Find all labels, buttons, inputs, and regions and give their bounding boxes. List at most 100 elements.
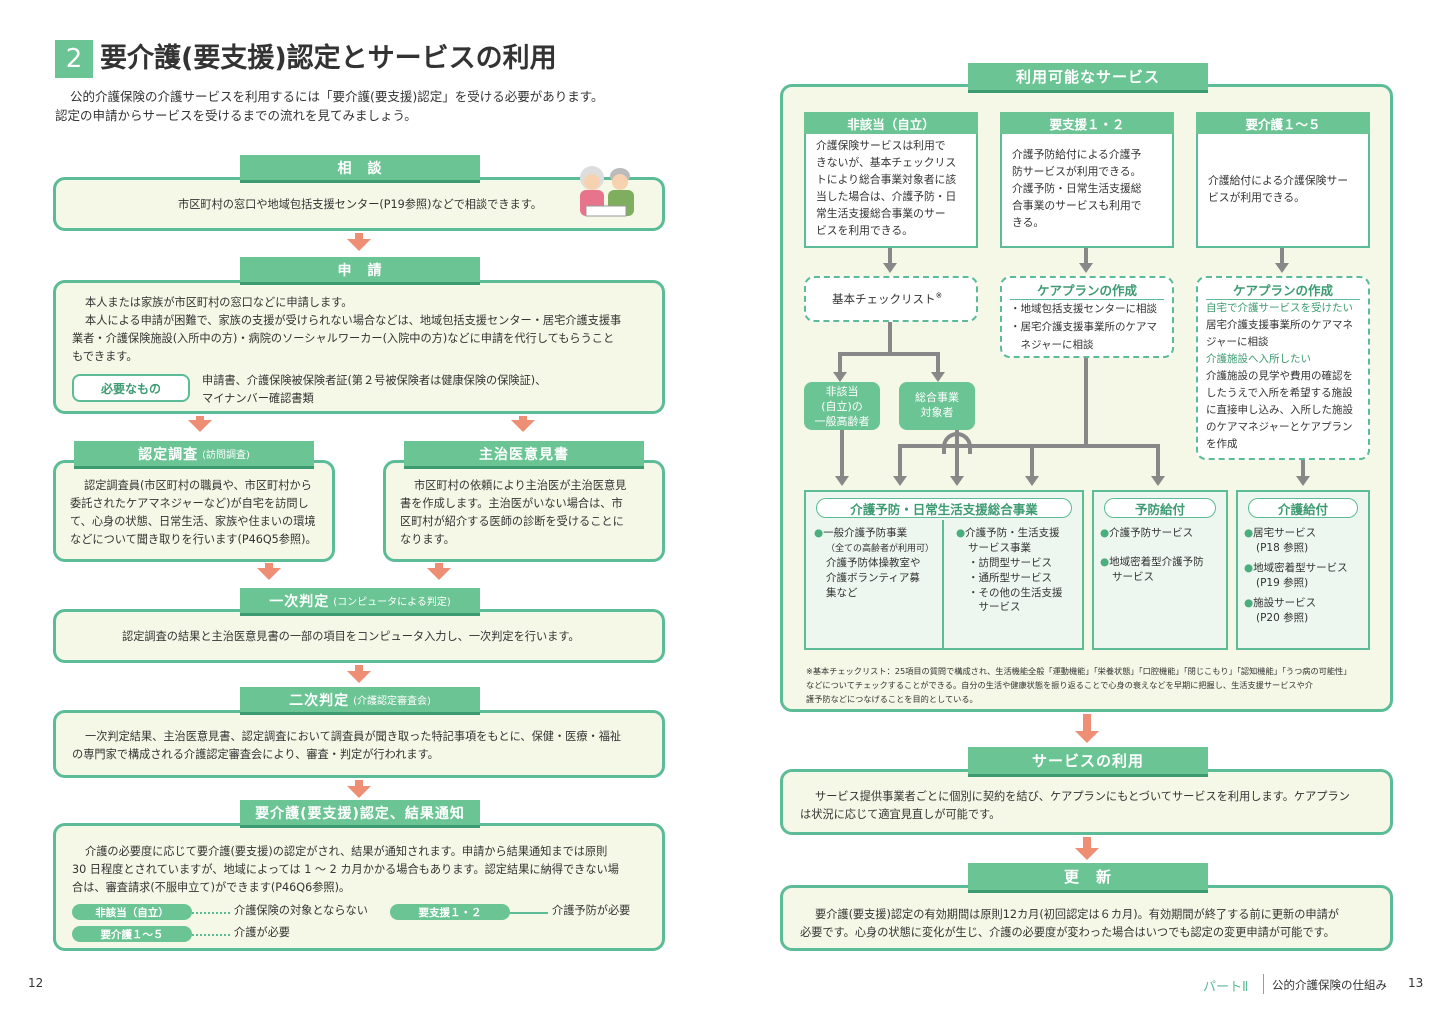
apply-line-4: もできます。 [72,350,138,363]
col-nonapplicable-line-2: きないが、基本チェックリス [816,156,957,169]
care-plan-facility-line-5: を作成 [1206,438,1238,450]
care-plan-care-header: ケアプランの作成 [1206,280,1360,300]
facility-service: ●施設サービス [1244,597,1317,609]
home-service-ref: (P18 参照) [1256,542,1309,554]
secondary-judgment-box [53,710,665,778]
page-title: 要介護(要支援)認定とサービスの利用 [100,43,557,74]
survey-line-2: 委託されたケアマネジャーなど)が自宅を訪問し [70,497,309,510]
page-number-left: 12 [28,976,44,990]
survey-line-4: などについて聞き取りを行います(P46Q5参照)。 [70,533,317,546]
care-plan-facility-title: 介護施設へ入所したい [1206,353,1311,365]
consult-header: 相 談 [240,155,480,183]
col-support-line-3: 介護予防・日常生活支援総 [1012,182,1142,195]
col-nonapplicable-line-1: 介護保険サービスは利用で [816,139,946,152]
secondary-judgment-line-1: 一次判定結果、主治医意見書、認定調査において調査員が聞き取った特記事項をもとに、… [85,730,622,743]
col-nonapplicable: 非該当（自立） [804,112,978,248]
apply-line-1: 本人または家族が市区町村の窓口などに申請します。 [85,296,353,309]
survey-line-1: 認定調査員(市区町村の職員や、市区町村から [84,479,312,492]
general-prevention-note: （全ての高齢者が利用可） [826,544,935,554]
general-prevention-line-1: 介護予防体操教室や [826,557,921,569]
survey-box [53,460,335,562]
renewal-line-1: 要介護(要支援)認定の有効期間は原則12カ月(初回認定は６カ月)。有効期間が終了… [815,908,1339,921]
general-program-box: 介護予防・日常生活支援総合事業 [804,490,1084,650]
tag-support-note: 介護予防が必要 [552,904,631,917]
life-support-title-1: ●介護予防・生活支援 [956,527,1060,539]
general-prevention-line-3: 集など [826,587,858,599]
care-plan-facility-line-2: したうえで入所を希望する施設 [1206,387,1353,399]
basic-checklist [804,276,978,322]
col-care: 要介護１〜５ [1196,112,1370,248]
tag-nonapplicable: 非該当（自立） [72,904,192,920]
col-support-line-1: 介護予防給付による介護予 [1012,148,1142,161]
community-prevention-service-1: ●地域密着型介護予防 [1100,556,1204,568]
renewal-header: 更 新 [968,863,1208,893]
life-support-line-4: サービス [968,601,1021,613]
prevention-benefit-box: 予防給付 [1092,490,1228,650]
community-service: ●地域密着型サービス [1244,562,1348,574]
care-benefit-box: 介護給付 [1236,490,1370,650]
result-line-3: 合は、審査請求(不服申立て)ができます(P46Q6参照)。 [72,881,351,894]
checklist-note-1: ※基本チェックリスト：25項目の質問で構成され、生活機能全般「運動機能」「栄養状… [806,666,1352,676]
life-support-line-1: ・訪問型サービス [968,557,1052,569]
col-nonapplicable-line-6: ビスを利用できる。 [816,224,913,237]
secondary-judgment-line-2: の専門家で構成される介護認定審査会により、審査・判定が行われます。 [72,748,439,761]
care-plan-support-line-1: ・地域包括支援センターに相談 [1010,303,1157,315]
result-line-1: 介護の必要度に応じて要介護(要支援)の認定がされ、結果が通知されます。申請から結… [85,845,608,858]
needs-line-2: マイナンバー確認書類 [202,392,314,405]
tag-care-note: 介護が必要 [234,926,290,939]
checklist-note-3: 護予防などにつなげることを目的としている。 [806,694,978,704]
apply-header: 申 請 [240,257,480,285]
apply-line-3: 業者・介護保険施設(入所中の方)・病院のソーシャルワーカー(入院中の方)などに申… [72,332,615,345]
primary-judgment-body: 認定調査の結果と主治医意見書の一部の項目をコンピュータ入力し、一次判定を行います… [122,630,580,643]
apply-line-2: 本人による申請が困難で、家族の支援が受けられない場合などは、地域包括支援センター… [85,314,622,327]
consult-body: 市区町村の窓口や地域包括支援センター(P19参照)などで相談できます。 [178,198,542,211]
service-use-line-2: は状況に応じて適宜見直しが可能です。 [800,808,1001,821]
life-support-title-2: サービス事業 [968,542,1031,554]
checklist-note-2: などについてチェックすることができる。自分の生活や健康状態を振り返ることで心身の… [806,680,1313,690]
program-target-box: 総合事業対象者 [899,382,975,430]
doctor-line-2: 書を作成します。主治医がいない場合は、市 [400,497,623,510]
survey-header: 認定調査(訪問調査) [74,441,314,469]
care-plan-home-line-1: 居宅介護支援事業所のケアマネ [1206,319,1353,331]
doctor-header: 主治医意見書 [404,441,644,469]
part-label: パートⅡ [1203,980,1249,995]
col-nonapplicable-line-3: トにより総合事業対象者に該 [816,173,957,186]
col-support-line-4: 合事業のサービスも利用で [1012,199,1142,212]
care-plan-home-line-2: ジャーに相談 [1206,336,1269,348]
doctor-line-4: なります。 [400,533,455,546]
service-use-line-1: サービス提供事業者ごとに個別に契約を結び、ケアプランにもとづいてサービスを利用し… [815,790,1350,803]
arrow-down [347,239,371,251]
result-header: 要介護(要支援)認定、結果通知 [240,800,480,828]
care-plan-support [1000,276,1174,358]
life-support-line-2: ・通所型サービス [968,572,1052,584]
renewal-line-2: 必要です。心身の状態に変化が生じ、介護の必要度が変わった場合はいつでも認定の変更… [800,926,1335,939]
care-plan-facility-line-1: 介護施設の見学や費用の確認を [1206,370,1353,382]
needs-label: 必要なもの [72,374,190,402]
intro-line-2: 認定の申請からサービスを受けるまでの流れを見てみましょう。 [55,108,417,123]
doctor-line-1: 市区町村の依頼により主治医が主治医意見 [414,479,627,492]
col-care-line-2: ビスが利用できる。 [1208,191,1305,204]
tag-nonapplicable-note: 介護保険の対象とならない [234,904,368,917]
tag-care: 要介護１〜５ [72,926,192,942]
home-service: ●居宅サービス [1244,527,1317,539]
col-support-line-2: 防サービスが利用できる。 [1012,165,1142,178]
col-nonapplicable-line-5: 常生活支援総合事業のサー [816,207,946,220]
tag-support: 要支援１・２ [390,904,510,920]
basic-checklist-label: 基本チェックリスト※ [832,291,943,306]
survey-line-3: て、心身の状態、日常生活、家族や住まいの環境 [70,515,316,528]
services-header: 利用可能なサービス [968,63,1208,93]
prevention-service: ●介護予防サービス [1100,527,1194,539]
section-label: 公的介護保険の仕組み [1272,978,1387,992]
care-plan-facility-line-4: のケアマネジャーとケアプラン [1206,421,1353,433]
life-support-line-3: ・その他の生活支援 [968,587,1063,599]
col-support: 要支援１・２ [1000,112,1174,248]
care-plan-facility-line-3: に直接申し込み、入所した施設 [1206,404,1353,416]
elderly-couple-illustration [572,160,642,226]
section-number: 2 [55,40,93,78]
doctor-line-3: 区町村が紹介する医師の診断を受けることに [400,515,624,528]
care-plan-care [1196,276,1370,460]
facility-service-ref: (P20 参照) [1256,612,1309,624]
community-service-ref: (P19 参照) [1256,577,1309,589]
col-support-line-5: きる。 [1012,216,1045,229]
col-care-line-1: 介護給付による介護保険サー [1208,174,1349,187]
